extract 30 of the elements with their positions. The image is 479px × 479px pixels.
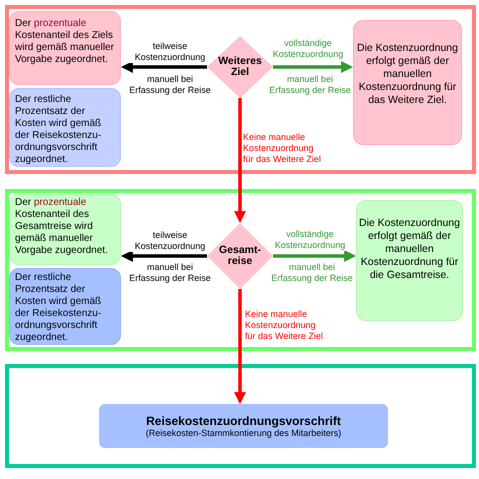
info-card: [9, 88, 121, 167]
arrow: [120, 61, 207, 73]
info-card: [353, 20, 462, 145]
arrow: [273, 250, 356, 262]
card-text: Der prozentuale Kostenanteil des Gesamtreise wird gemäß manueller Vorgabe zugeordnet.: [15, 197, 109, 257]
condition-note: manuell bei Erfassung der Reise: [270, 262, 354, 284]
card-text: Die Kostenzuordnung erfolgt gemäß der manuellen Kostenzuordnung für das Weitere Ziel.: [356, 42, 459, 107]
rule-subtitle: (Reisekosten-Stammkontierung des Mitarbeiters): [146, 428, 342, 438]
arrow: [273, 61, 354, 73]
edge-label: teilweise Kostenzuordnung: [128, 230, 212, 252]
info-card: [356, 200, 463, 321]
rule-card: [99, 404, 388, 448]
condition-note: manuell bei Erfassung der Reise: [268, 74, 352, 96]
info-card: [9, 194, 121, 265]
decision-label: Weiteres Ziel: [217, 56, 263, 78]
condition-note: manuell bei Erfassung der Reise: [127, 262, 213, 284]
condition-note: manuell bei Erfassung der Reise: [127, 74, 213, 96]
arrow: [234, 289, 246, 404]
arrow: [120, 250, 207, 262]
decision-label: Gesamt- reise: [218, 245, 262, 267]
arrow: [234, 98, 246, 224]
section-frame: [5, 364, 476, 468]
info-card: [9, 268, 121, 345]
rule-title: Reisekostenzuordnungsvorschrift: [146, 414, 341, 428]
card-text: Die Kostenzuordnung erfolgt gemäß der manuellen Kostenzuordnung für die Gesamtreise.: [358, 217, 461, 282]
card-text: Der restliche Prozentsatz der Kosten wird gemäß der Reisekostenzu- ordnungsvorschrift zugeordnet.: [15, 272, 102, 344]
edge-label: teilweise Kostenzuordnung: [128, 41, 212, 63]
info-card: [9, 11, 121, 85]
card-text: Der prozentuale Kostenanteil des Ziels wird gemäß manueller Vorgabe zugeordnet.: [15, 18, 115, 66]
card-text: Der restliche Prozentsatz der Kosten wird gemäß der Reisekostenzu- ordnungsvorschrift zugeordnet.: [15, 94, 102, 166]
